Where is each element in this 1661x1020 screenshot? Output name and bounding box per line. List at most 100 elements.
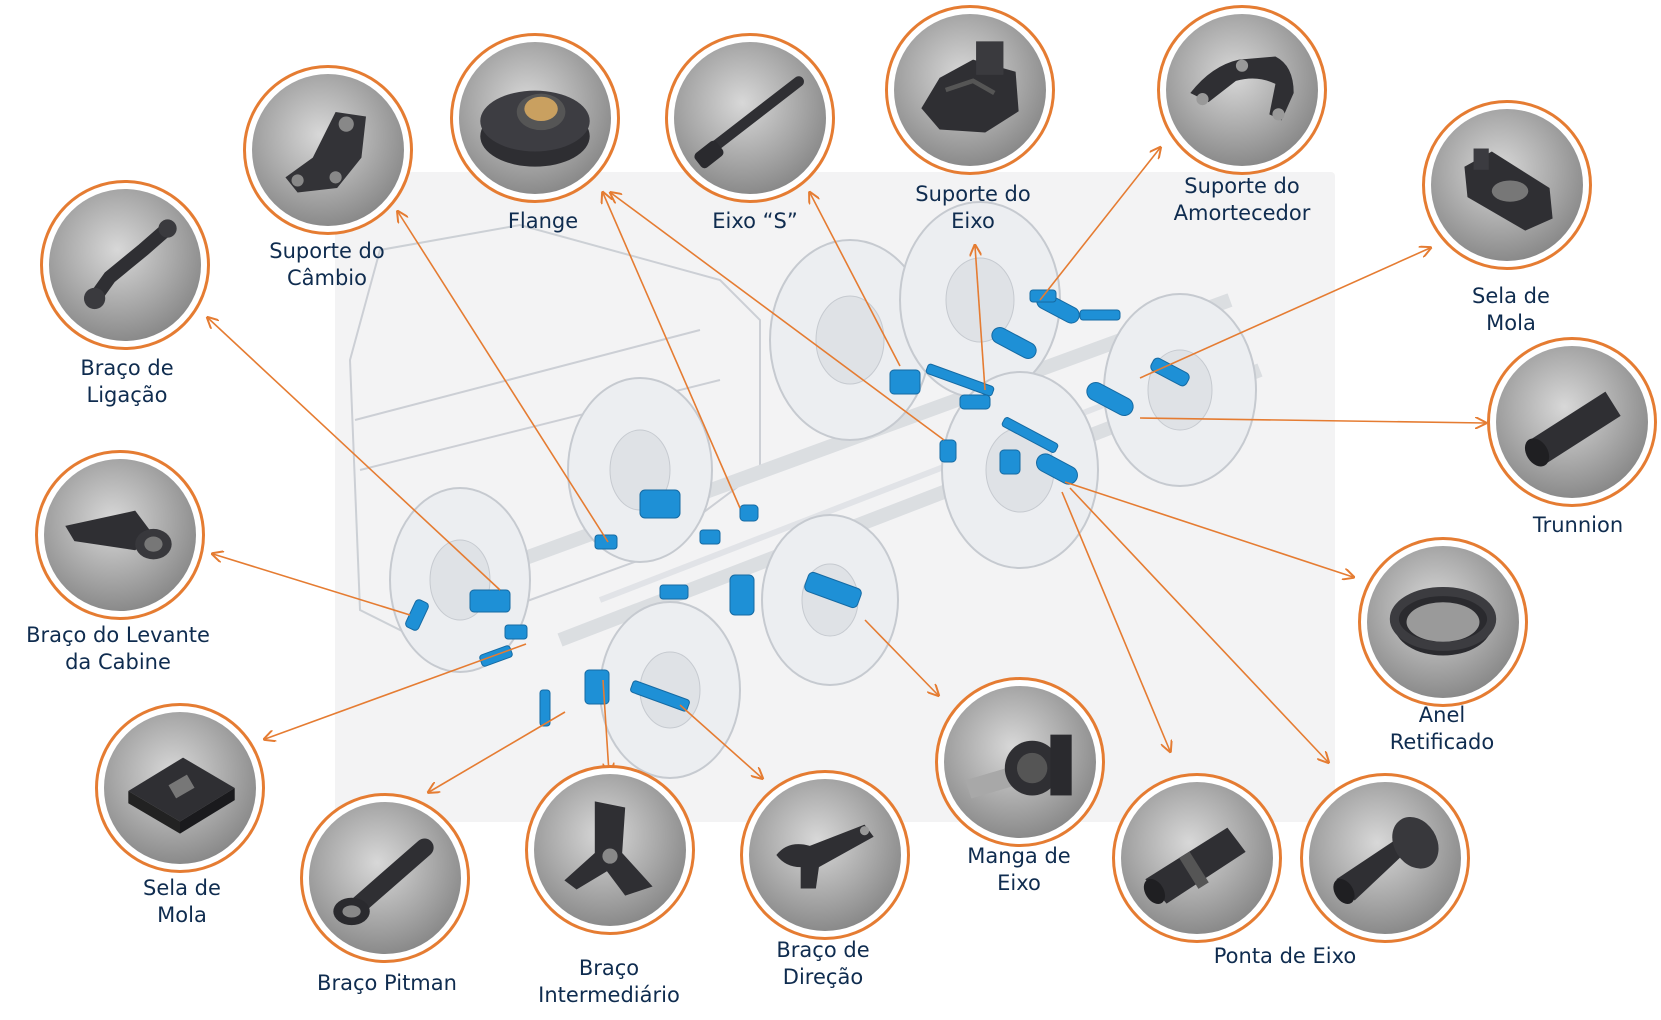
part-circle-trunnion: [1487, 337, 1657, 507]
label-line: Ponta de Eixo: [1213, 944, 1357, 968]
label-line: Anel: [1418, 703, 1466, 727]
s-cam-shaft-icon: [674, 42, 826, 194]
label-line: Braço do Levante: [26, 623, 210, 647]
label-sela-mola-right: Sela de Mola: [1472, 283, 1550, 337]
part-circle-braco-levante-cabine: [35, 450, 205, 620]
cab-line: [354, 329, 701, 421]
label-braco-intermediario: Braço Intermediário: [538, 955, 680, 1009]
arrow-suporte-cambio: [398, 212, 609, 543]
arrow-flange-2: [611, 193, 945, 441]
arrow-braco-pitman: [429, 711, 566, 792]
label-line: Eixo “S”: [712, 209, 798, 233]
label-line: Amortecedor: [1173, 201, 1311, 225]
part-circle-sela-mola-right: [1422, 100, 1592, 270]
label-braco-ligacao: Braço de Ligação: [80, 355, 173, 409]
shock-absorber-bracket-icon: [1166, 14, 1318, 166]
label-line: da Cabine: [65, 650, 171, 674]
part-circle-manga-eixo: [935, 677, 1105, 847]
label-line: Manga de: [967, 844, 1071, 868]
highlighted-components: [405, 289, 1190, 727]
label-line: Braço de: [80, 356, 174, 380]
part-circle-ponta-eixo-2: [1300, 773, 1470, 943]
part-circle-flange: [450, 33, 620, 203]
label-braco-direcao: Braço de Direção: [776, 937, 869, 991]
part-circle-braco-ligacao: [40, 180, 210, 350]
label-ponta-eixo: Ponta de Eixo: [1214, 943, 1357, 970]
label-braco-pitman: Braço Pitman: [317, 970, 457, 997]
spring-seat-plate-icon: [104, 712, 256, 864]
label-trunnion: Trunnion: [1533, 512, 1623, 539]
arrow-anel-retificado: [1064, 481, 1353, 577]
part-circle-anel-retificado: [1358, 537, 1528, 707]
arrow-braco-direcao: [679, 704, 762, 778]
steering-arm-icon: [749, 779, 901, 931]
arrow-braco-intermediario: [602, 679, 609, 773]
arrow-braco-ligacao: [208, 318, 501, 591]
label-suporte-amortecedor: Suporte do Amortecedor: [1174, 173, 1311, 227]
label-line: Mola: [157, 903, 207, 927]
cab-lift-arm-icon: [44, 459, 196, 611]
label-line: Braço: [578, 956, 640, 980]
label-line: Flange: [507, 209, 579, 233]
label-line: Trunnion: [1532, 513, 1624, 537]
arrow-braco-levante-cabine: [213, 554, 411, 616]
arrow-flange: [603, 193, 741, 509]
label-line: Braço Pitman: [317, 971, 457, 995]
arrow-sela-mola-right: [1139, 248, 1430, 379]
part-circle-suporte-eixo: [885, 5, 1055, 175]
label-line: Câmbio: [286, 266, 367, 290]
arrow-suporte-eixo: [975, 246, 986, 391]
label-suporte-eixo: Suporte do Eixo: [915, 181, 1030, 235]
label-line: Direção: [782, 965, 864, 989]
idler-arm-icon: [534, 774, 686, 926]
arrow-suporte-amortecedor: [1039, 148, 1160, 301]
arrow-trunnion: [1139, 418, 1485, 423]
arrow-ponta-eixo-2: [1069, 487, 1328, 762]
ground-ring-icon: [1367, 546, 1519, 698]
flange-icon: [459, 42, 611, 194]
part-circle-braco-pitman: [300, 793, 470, 963]
label-line: Ligação: [86, 383, 168, 407]
label-sela-mola-left: Sela de Mola: [143, 875, 221, 929]
label-eixo-s: Eixo “S”: [712, 208, 798, 235]
part-circle-suporte-cambio: [243, 65, 413, 235]
label-line: Retificado: [1389, 730, 1495, 754]
label-line: Braço de: [776, 938, 870, 962]
truck-cab-outline: [348, 223, 761, 642]
arrow-sela-mola-left: [265, 643, 527, 739]
label-flange: Flange: [508, 208, 578, 235]
axle-spindle-icon: [1121, 782, 1273, 934]
part-circle-eixo-s: [665, 33, 835, 203]
label-line: Sela de: [143, 876, 221, 900]
label-line: Suporte do: [269, 239, 385, 263]
label-line: Eixo: [951, 209, 995, 233]
part-circle-suporte-amortecedor: [1157, 5, 1327, 175]
arrow-manga-eixo: [864, 619, 938, 695]
label-line: Suporte do: [1184, 174, 1300, 198]
label-anel-retificado: Anel Retificado: [1390, 702, 1494, 756]
spring-seat-icon: [1431, 109, 1583, 261]
label-line: Eixo: [997, 871, 1041, 895]
label-line: Intermediário: [538, 983, 680, 1007]
arrow-ponta-eixo-1: [1061, 491, 1170, 751]
trunnion-icon: [1496, 346, 1648, 498]
axle-bracket-icon: [894, 14, 1046, 166]
pitman-arm-icon: [309, 802, 461, 954]
link-arm-icon: [49, 189, 201, 341]
part-circle-ponta-eixo-1: [1112, 773, 1282, 943]
label-line: Suporte do: [915, 182, 1031, 206]
label-braco-levante-cabine: Braço do Levante da Cabine: [26, 622, 210, 676]
label-line: Mola: [1486, 311, 1536, 335]
part-circle-braco-direcao: [740, 770, 910, 940]
part-circle-sela-mola-left: [95, 703, 265, 873]
steering-knuckle-icon: [944, 686, 1096, 838]
arrow-eixo-s: [810, 193, 901, 367]
gearbox-bracket-icon: [252, 74, 404, 226]
label-suporte-cambio: Suporte do Câmbio: [269, 238, 384, 292]
label-line: Sela de: [1472, 284, 1550, 308]
label-manga-eixo: Manga de Eixo: [967, 843, 1070, 897]
part-circle-braco-intermediario: [525, 765, 695, 935]
